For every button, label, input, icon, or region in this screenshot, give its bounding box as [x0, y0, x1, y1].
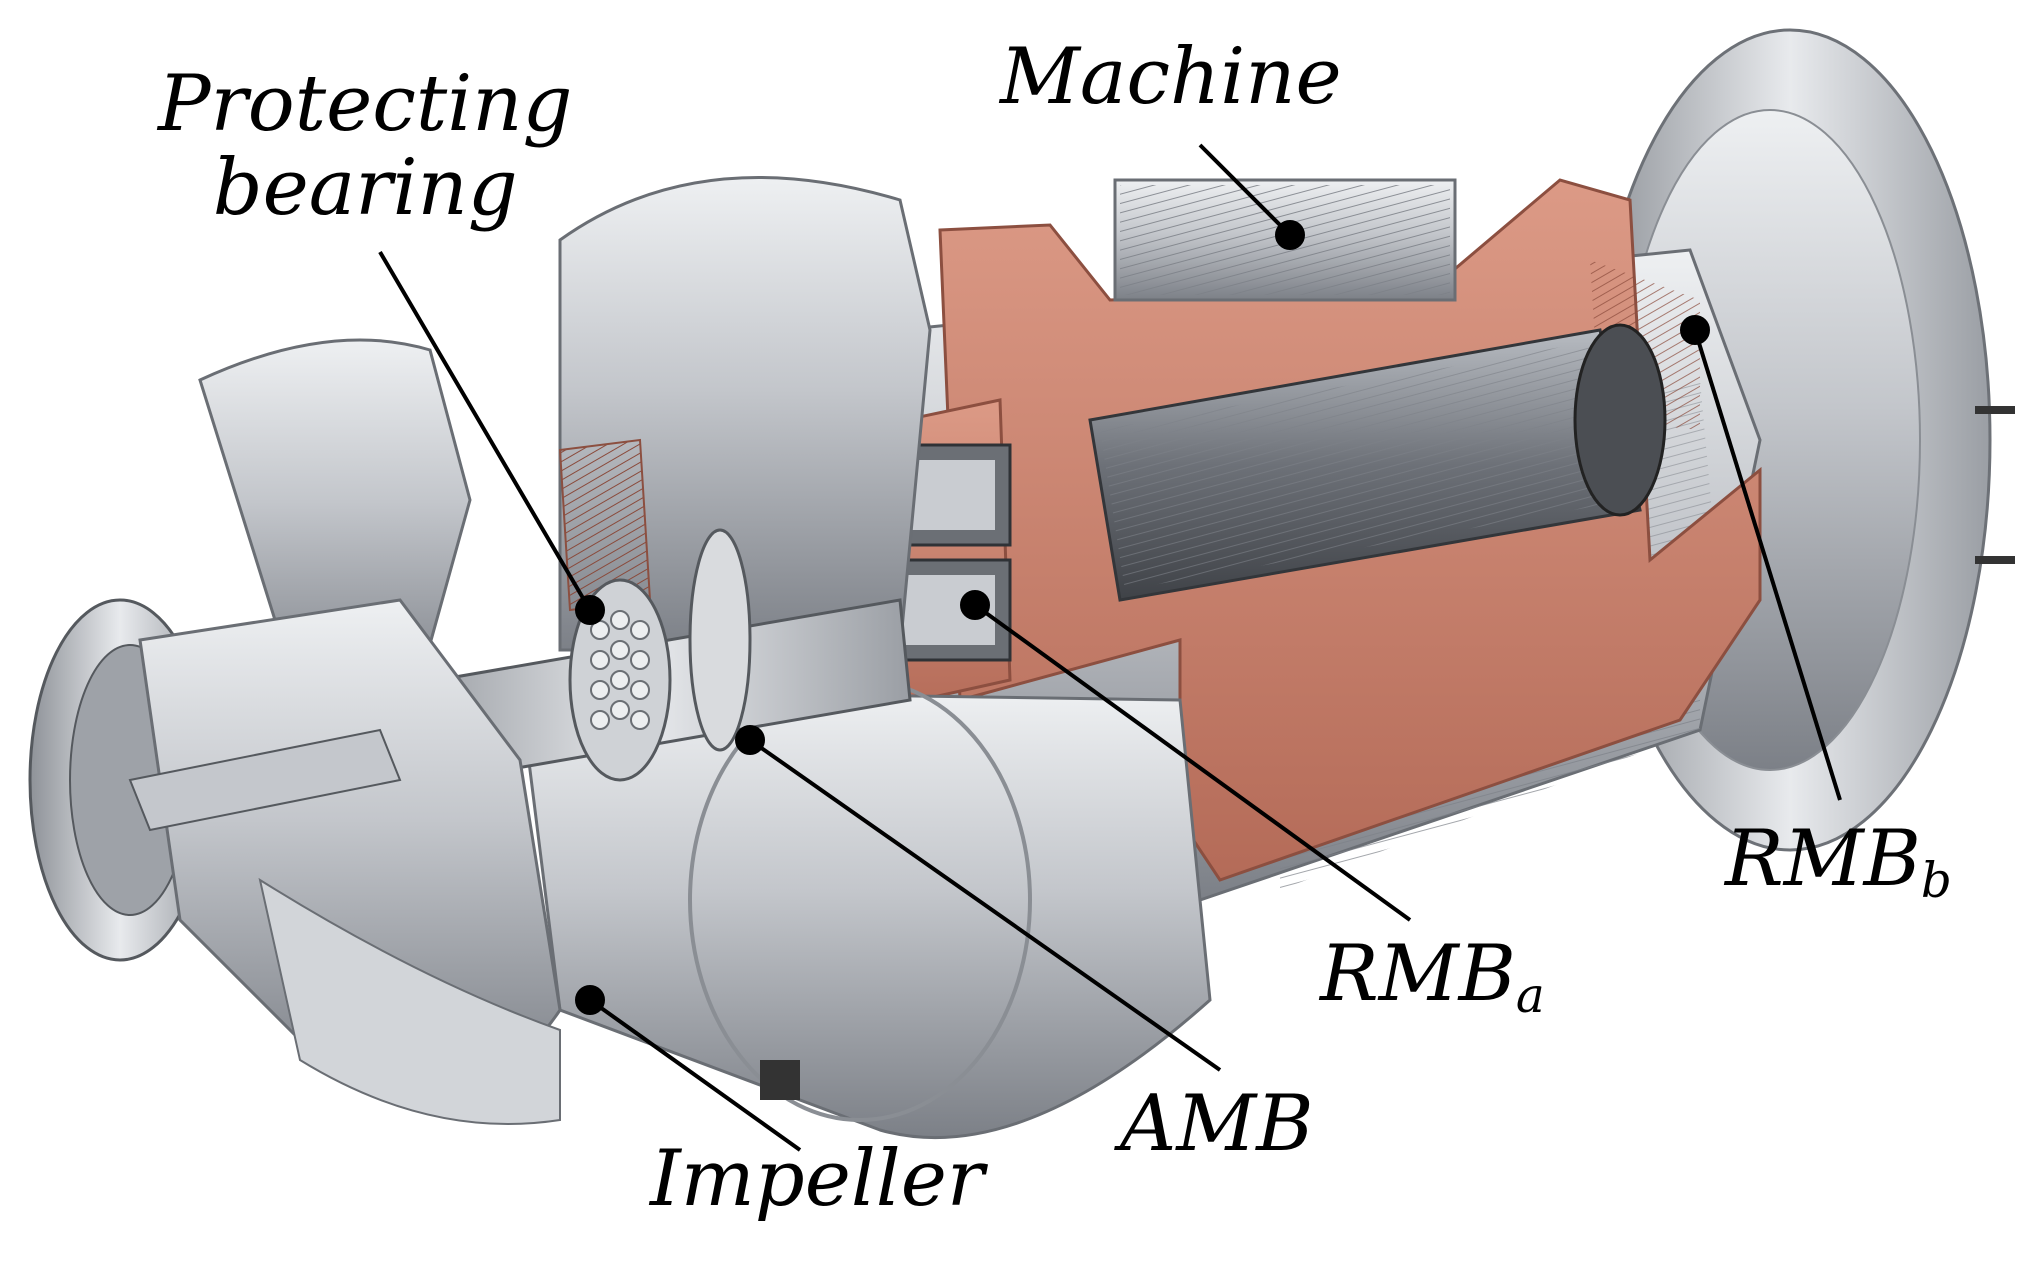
dot-amb: [735, 725, 765, 755]
leader-protecting-bearing: [378, 250, 592, 612]
label-impeller: Impeller: [650, 1134, 985, 1224]
label-amb: AMB: [1120, 1079, 1314, 1169]
label-rmb-b: RMBb: [1725, 820, 1952, 905]
dot-machine: [1275, 220, 1305, 250]
dot-rmb-b: [1680, 315, 1710, 345]
dot-protecting-bearing: [575, 595, 605, 625]
leader-rmb-b: [1693, 329, 1842, 801]
leader-lines: [378, 143, 1842, 1152]
leader-amb: [748, 738, 1222, 1072]
impeller: [28, 338, 562, 1125]
shaft: [378, 528, 912, 792]
dot-rmb-a: [960, 590, 990, 620]
label-machine: Machine: [1000, 32, 1342, 122]
label-rmb-b-sub: b: [1920, 853, 1952, 910]
label-rmb-a: RMBa: [1320, 935, 1545, 1020]
label-protecting-bearing-line2: bearing: [212, 143, 518, 234]
leader-machine: [1198, 143, 1292, 237]
front-housing: [518, 176, 1212, 1140]
leader-rmb-a: [973, 603, 1412, 922]
leader-impeller: [588, 998, 802, 1152]
label-protecting-bearing-line1: Protecting: [158, 59, 573, 149]
label-protecting-bearing: Protecting bearing: [158, 59, 573, 234]
label-rmb-a-sub: a: [1515, 968, 1545, 1025]
label-rmb-a-main: RMB: [1320, 929, 1516, 1019]
label-rmb-b-main: RMB: [1725, 814, 1921, 904]
rotor: [1088, 323, 1667, 602]
dot-impeller: [575, 985, 605, 1015]
